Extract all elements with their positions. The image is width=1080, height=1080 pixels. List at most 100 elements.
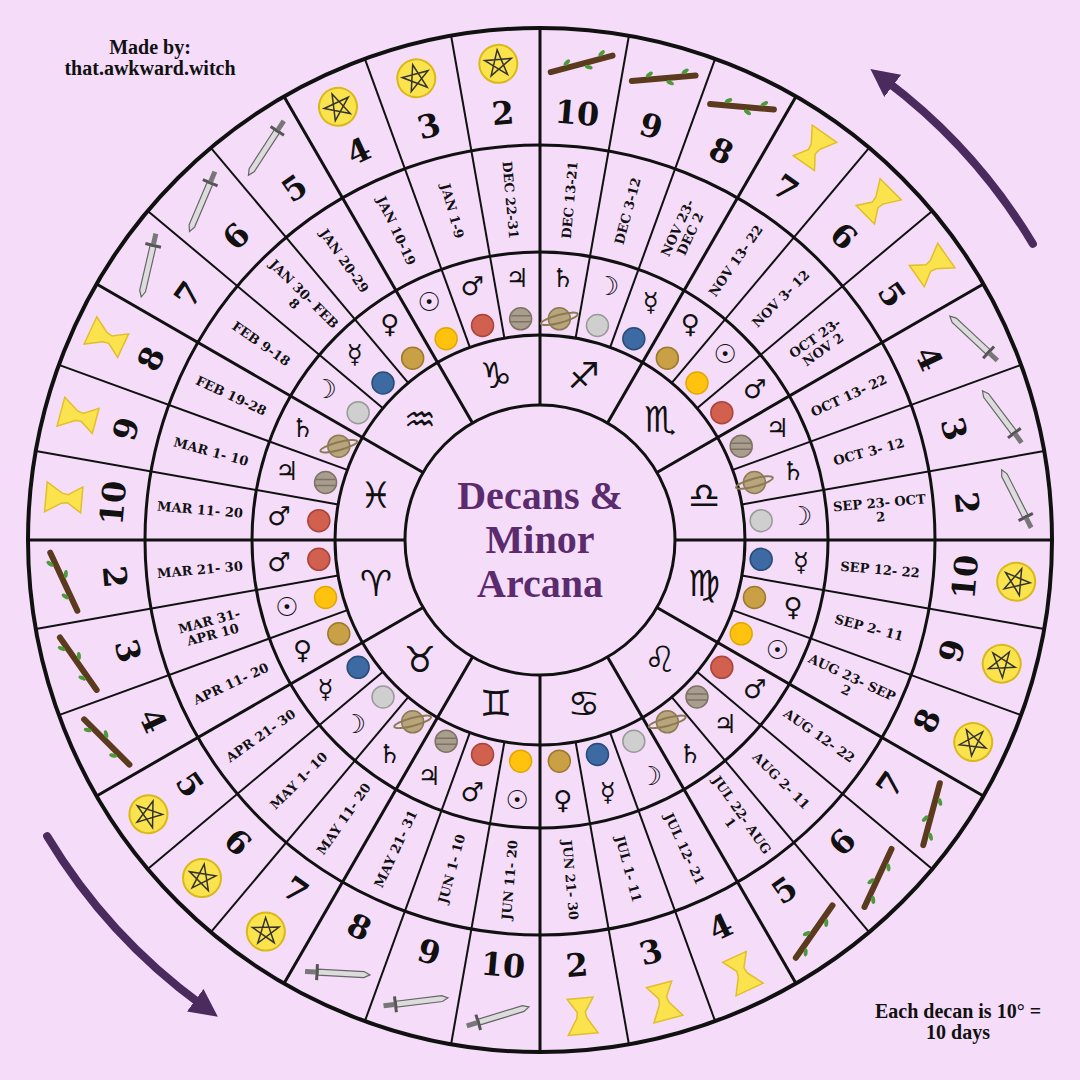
planet-body: [686, 686, 708, 708]
planet-glyph: ☿: [793, 549, 809, 576]
planet-glyph: ♃: [275, 459, 298, 486]
cup-shape: [792, 125, 837, 172]
decan-divider: [451, 742, 504, 1044]
sword-shape: [133, 232, 163, 299]
wand-leaf: [563, 58, 571, 66]
planet-glyph: ☉: [766, 637, 789, 664]
wand-icon: [51, 627, 105, 701]
planet-ball: [735, 472, 774, 494]
sword-grip: [383, 1002, 395, 1008]
zodiac-glyph: ♉: [404, 641, 436, 679]
planet-glyph: ♂: [267, 549, 290, 576]
sword-grip: [1013, 432, 1024, 444]
planet-band: [686, 694, 708, 700]
wand-leaf: [78, 675, 87, 682]
decan-divider: [733, 365, 1021, 470]
sword-icon: [942, 300, 1006, 377]
planet-body: [315, 472, 337, 494]
planet-band: [730, 443, 752, 449]
wand-leaf: [886, 863, 891, 871]
wand-shape: [857, 845, 900, 910]
card-number: 10: [95, 479, 132, 526]
zodiac-glyph: ♑: [480, 357, 512, 395]
wand-shape: [631, 67, 696, 90]
planet-ball: [319, 435, 358, 457]
planet-body: [472, 315, 494, 337]
cup-shape: [908, 243, 955, 288]
wand-leaf: [83, 727, 92, 733]
saturn-ring: [735, 474, 774, 492]
planet-ball: [623, 328, 645, 350]
planet-ball: [686, 686, 708, 708]
wand-stick: [84, 719, 129, 764]
planet-body: [586, 743, 608, 765]
planet-body: [402, 347, 424, 369]
planet-ball: [472, 315, 494, 337]
planet-body: [586, 315, 608, 337]
planet-ball: [372, 372, 394, 394]
planet-glyph: ☿: [317, 677, 333, 704]
planet-body: [743, 472, 765, 494]
cup-shape: [721, 951, 763, 996]
cup-icon: [45, 482, 83, 515]
planet-ball: [586, 743, 608, 765]
planet-glyph: ♃: [766, 416, 789, 443]
pentacle-icon: [313, 82, 363, 132]
cup-shape: [565, 997, 598, 1035]
sword-blade: [478, 1004, 529, 1025]
planet-body: [548, 750, 570, 772]
planet-glyph: ♂: [743, 376, 766, 403]
planet-ball: [711, 656, 733, 678]
card-number: 2: [565, 949, 590, 984]
wand-leaf: [802, 930, 811, 937]
sword-grip: [466, 1020, 478, 1028]
wand-icon: [704, 75, 780, 138]
planet-body: [435, 328, 457, 350]
sword-blade: [246, 130, 279, 177]
sword-shape: [976, 386, 1028, 448]
planet-body: [435, 730, 457, 752]
pentacle-star: [320, 88, 355, 122]
cup-shape: [84, 317, 129, 359]
pentacle-icon: [122, 788, 175, 841]
planet-glyph: ☿: [347, 341, 363, 368]
wand-leaf: [63, 570, 68, 578]
card-number: 2: [96, 565, 131, 590]
wand-icon: [627, 51, 701, 105]
planet-glyph: ♂: [461, 273, 484, 300]
sword-icon: [463, 994, 532, 1039]
cup-icon: [721, 951, 763, 996]
sword-shape: [383, 990, 449, 1014]
cup-icon: [57, 397, 100, 435]
planet-glyph: ☉: [275, 594, 298, 621]
planet-body: [656, 347, 678, 369]
planet-ball: [586, 315, 608, 337]
sword-grip: [151, 233, 158, 245]
zodiac-glyph: ♏: [644, 401, 676, 439]
planet-ball: [372, 686, 394, 708]
wand-shape: [548, 47, 614, 80]
wand-leaf: [666, 79, 675, 86]
pentacle-star: [987, 648, 1018, 680]
sword-blade: [999, 468, 1028, 517]
zodiac-glyph: ♎: [688, 477, 720, 515]
planet-ball: [656, 347, 678, 369]
sword-shape: [464, 999, 531, 1033]
planet-body: [402, 711, 424, 733]
planet-ball: [623, 730, 645, 752]
planet-body: [623, 328, 645, 350]
pentacle-disc: [996, 561, 1037, 602]
planet-body: [623, 730, 645, 752]
sign-divider: [97, 284, 423, 473]
card-number: 10: [479, 948, 526, 985]
decan-divider: [672, 148, 869, 383]
decan-divider: [148, 211, 383, 408]
scale-note: Each decan is 10° = 10 days: [873, 1001, 1043, 1043]
wand-shape: [53, 632, 104, 694]
planet-ball: [548, 750, 570, 772]
decan-divider: [610, 59, 715, 347]
planet-glyph: ♄: [291, 416, 314, 443]
wand-leaf: [584, 64, 593, 70]
planet-body: [548, 308, 570, 330]
pentacle-disc: [393, 55, 440, 102]
